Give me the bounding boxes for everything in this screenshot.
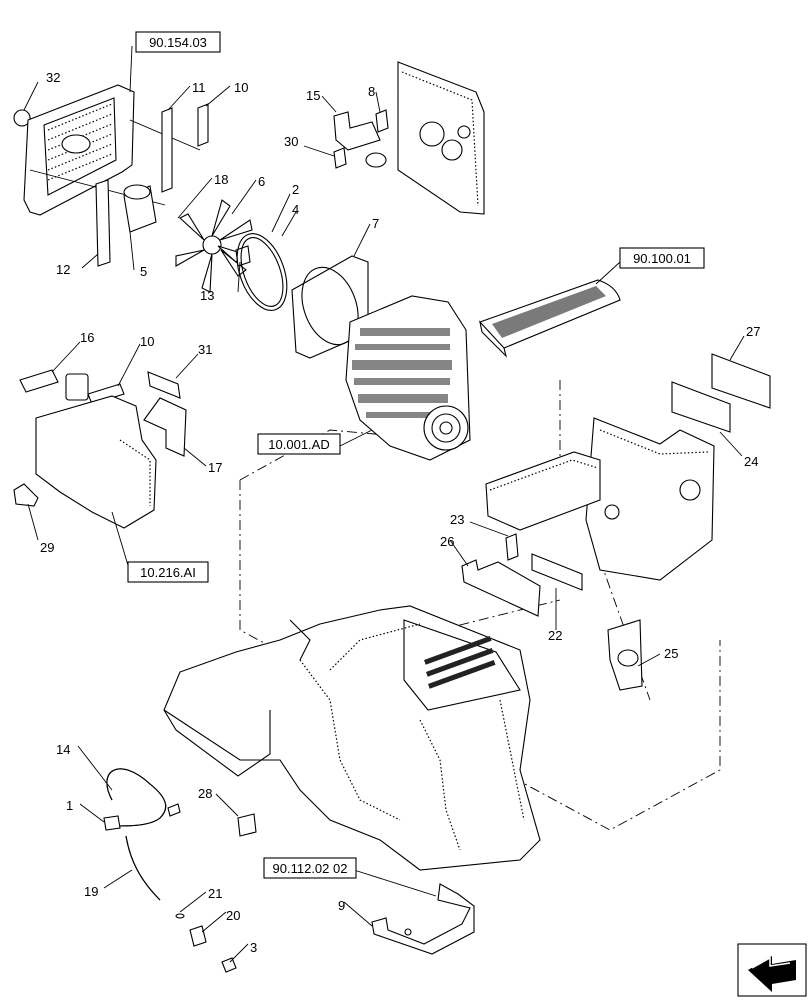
engine-block	[345, 295, 471, 461]
callout-31: 31	[198, 342, 212, 357]
block-30	[333, 147, 347, 169]
ref-box-90-154-03: 90.154.03	[135, 31, 221, 53]
pad-10-top	[197, 103, 209, 147]
wedge-29	[13, 483, 39, 507]
fan-6	[175, 199, 253, 293]
callout-8: 8	[368, 84, 375, 99]
fan-ring-4	[236, 233, 288, 311]
callout-16: 16	[80, 330, 94, 345]
ref-box-90-112-02-02: 90.112.02 02	[263, 857, 357, 879]
pad-24	[671, 381, 731, 433]
ref-label: 90.154.03	[149, 35, 207, 50]
pad-10-left	[87, 383, 125, 405]
pad-28	[237, 813, 257, 837]
callout-10-left: 10	[140, 334, 154, 349]
ref-label: 90.112.02 02	[273, 861, 348, 876]
ref-box-90-100-01: 90.100.01	[619, 247, 705, 269]
callout-9: 9	[338, 898, 345, 913]
callout-28: 28	[198, 786, 212, 801]
hose-19	[125, 835, 161, 901]
callout-20: 20	[226, 908, 240, 923]
callout-12: 12	[56, 262, 70, 277]
callout-7: 7	[372, 216, 379, 231]
callout-23: 23	[450, 512, 464, 527]
callout-15: 15	[306, 88, 320, 103]
block-8	[375, 109, 389, 133]
pad-12	[95, 179, 111, 267]
pad-17	[143, 397, 187, 457]
pad-25	[607, 619, 643, 691]
pad-26	[461, 559, 541, 617]
callout-30: 30	[284, 134, 298, 149]
callout-13: 13	[200, 288, 214, 303]
ref-label: 10.001.AD	[268, 437, 329, 452]
callout-4: 4	[292, 202, 299, 217]
pad-16	[19, 369, 59, 393]
pad-23	[505, 533, 519, 561]
callout-2: 2	[292, 182, 299, 197]
pad-27	[711, 353, 771, 409]
hose-14	[106, 768, 181, 827]
callout-32: 32	[46, 70, 60, 85]
callout-numbers: 1 2 3 4 5 6 7 8 9 10 10 11 12 13 14 15 1…	[40, 70, 760, 955]
radiator-grille	[13, 84, 201, 216]
navigation-arrow-icon[interactable]	[737, 943, 807, 997]
callout-1: 1	[66, 798, 73, 813]
callout-6: 6	[258, 174, 265, 189]
ring-21	[175, 913, 185, 919]
bracket-9	[371, 883, 475, 955]
ref-label: 90.100.01	[633, 251, 691, 266]
callout-24: 24	[744, 454, 758, 469]
rear-panel	[397, 61, 485, 215]
ref-box-10-001-ad: 10.001.AD	[257, 433, 341, 455]
callout-10-top: 10	[234, 80, 248, 95]
callout-3: 3	[250, 940, 257, 955]
hood-screen	[479, 279, 621, 358]
cab-frame	[163, 605, 541, 871]
callout-5: 5	[140, 264, 147, 279]
nut-3	[221, 957, 237, 973]
bracket-15	[333, 111, 387, 168]
callout-26: 26	[440, 534, 454, 549]
fuel-tank	[35, 373, 157, 529]
pad-11	[161, 107, 173, 193]
pad-22	[531, 553, 583, 591]
callout-14: 14	[56, 742, 70, 757]
callout-19: 19	[84, 884, 98, 899]
cap-20	[189, 925, 207, 947]
callout-22: 22	[548, 628, 562, 643]
filter-cylinder-5	[123, 184, 157, 233]
callout-25: 25	[664, 646, 678, 661]
ref-label: 10.216.AI	[140, 565, 196, 580]
callout-18: 18	[214, 172, 228, 187]
rear-frame	[485, 417, 715, 581]
fitting-1	[103, 815, 121, 831]
callout-17: 17	[208, 460, 222, 475]
callout-29: 29	[40, 540, 54, 555]
leader-lines	[23, 45, 745, 963]
ref-box-10-216-ai: 10.216.AI	[127, 561, 209, 583]
callout-21: 21	[208, 886, 222, 901]
callout-11: 11	[192, 80, 206, 95]
pad-31	[147, 371, 181, 399]
callout-27: 27	[746, 324, 760, 339]
